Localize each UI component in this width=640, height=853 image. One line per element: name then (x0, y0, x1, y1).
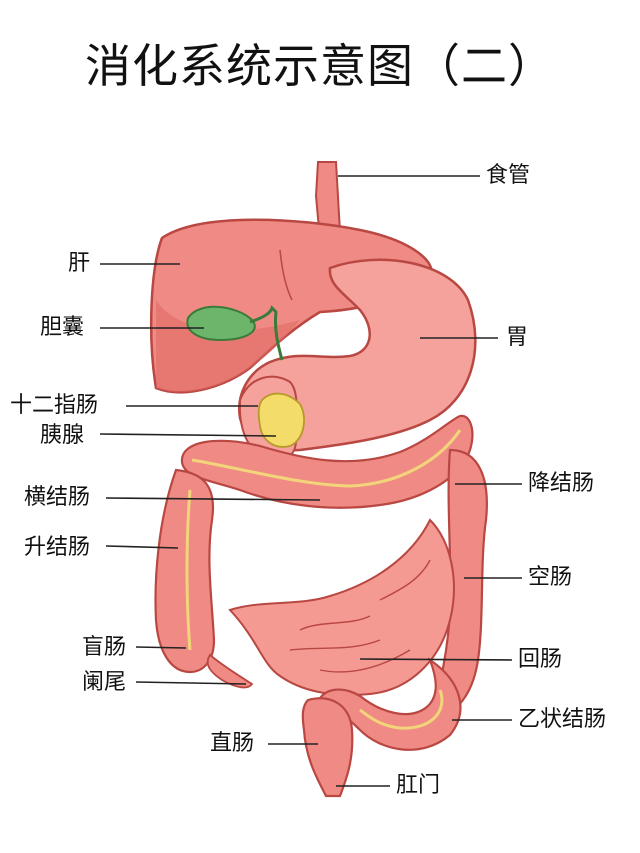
label-gallbladder: 胆囊 (40, 315, 85, 340)
pancreas-shape (257, 392, 305, 448)
label-pancreas: 胰腺 (40, 423, 85, 448)
label-rectum: 直肠 (210, 731, 255, 756)
small-intestine-shape (228, 518, 455, 697)
label-anus: 肛门 (396, 773, 441, 798)
rectum-shape (301, 697, 354, 798)
label-stomach: 胃 (506, 325, 529, 350)
label-transverse-colon: 横结肠 (24, 485, 91, 510)
label-descending-colon: 降结肠 (528, 471, 595, 496)
ascending-colon-shape (154, 468, 216, 674)
label-liver: 肝 (68, 251, 91, 276)
label-esophagus: 食管 (486, 163, 531, 188)
gallbladder-shape (186, 305, 256, 342)
leader-lines (99, 175, 522, 787)
label-ileum: 回肠 (518, 647, 563, 672)
label-sigmoid-colon: 乙状结肠 (518, 707, 607, 732)
transverse-colon-shape (180, 414, 474, 509)
appendix-shape (206, 653, 254, 689)
label-ascending-colon: 升结肠 (24, 535, 91, 560)
page-title: 消化系统示意图（二） (85, 39, 555, 93)
label-appendix: 阑尾 (82, 670, 127, 695)
label-jejunum: 空肠 (528, 565, 573, 590)
label-cecum: 盲肠 (82, 635, 127, 660)
label-duodenum: 十二指肠 (10, 393, 99, 418)
